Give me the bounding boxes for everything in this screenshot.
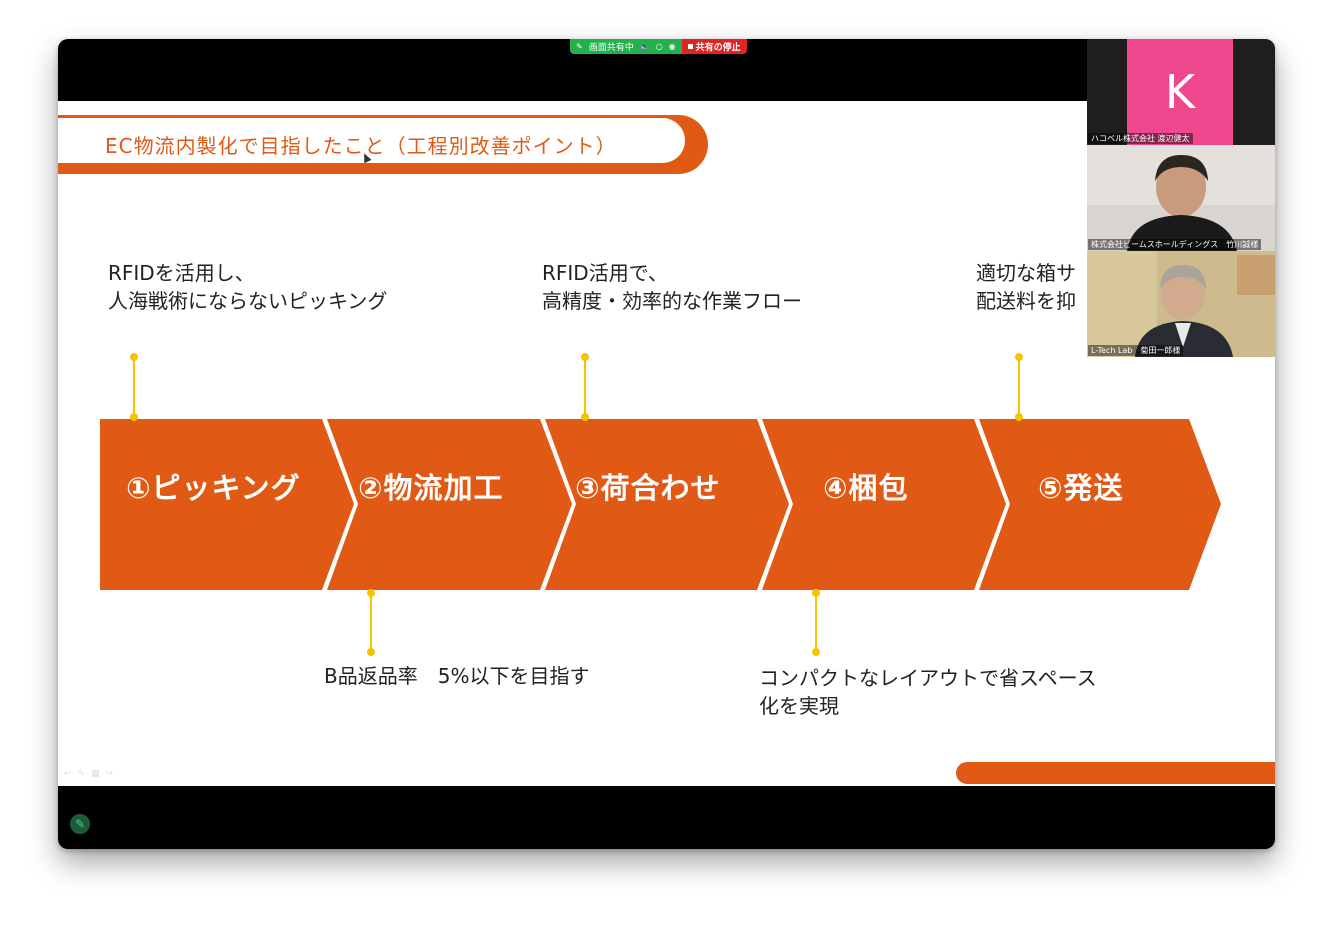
note-picking: RFIDを活用し、 人海戦術にならないピッキング [108,259,387,315]
share-icon: ✎ [576,42,583,51]
share-status-label: 画面共有中 [588,43,634,53]
connector-dot [812,589,820,597]
participant-video [1087,251,1275,357]
slide-toolbar[interactable]: ↩✎▦↪ [64,769,119,779]
step-arrow-5 [979,419,1221,590]
avatar: K [1127,39,1233,145]
note-line: B品返品率 5%以下を目指す [324,664,590,688]
step-label-shipping: ⑤発送 [1038,471,1124,505]
connector-dot [812,648,820,656]
screen-share-window: ✎ 画面共有中 🔈 ○ ◉ 共有の停止 EC物流内製化で目指したこと（工程別改善… [58,39,1275,849]
note-packing: コンパクトなレイアウトで省スペース 化を実現 [759,664,1097,720]
connector-dot [367,648,375,656]
step-arrow-2 [327,419,572,590]
step-arrow-1 [100,419,354,590]
step-label-picking: ①ピッキング [126,471,301,505]
note-line: 適切な箱サ [976,261,1076,285]
participant-video [1087,145,1275,251]
screen-share-toolbar: ✎ 画面共有中 🔈 ○ ◉ 共有の停止 [570,39,747,54]
process-flow-diagram [100,353,1221,656]
note-processing: B品返品率 5%以下を目指す [324,662,589,690]
step-label-processing: ②物流加工 [358,471,504,505]
footer-accent-bar [956,762,1275,784]
note-consolidation: RFID活用で、 高精度・効率的な作業フロー [542,259,802,315]
note-line: RFIDを活用し、 [108,261,255,285]
slide-title: EC物流内製化で目指したこと（工程別改善ポイント） [105,134,617,158]
title-box: EC物流内製化で目指したこと（工程別改善ポイント） [58,117,686,164]
connector-dot [130,413,138,421]
background-poster [1237,255,1275,295]
person-head [1161,266,1205,320]
note-line: RFID活用で、 [542,261,668,285]
participant-name: 株式会社ビームスホールディングス 竹川誠様 [1088,239,1262,250]
participant-tile-3[interactable]: L-Tech Lab 菊田一郎様 [1087,251,1275,357]
note-shipping: 適切な箱サ 配送料を抑 [976,259,1076,315]
note-line: 高精度・効率的な作業フロー [542,289,802,313]
connector-dot [1015,413,1023,421]
participant-tile-2[interactable]: 株式会社ビームスホールディングス 竹川誠様 [1087,145,1275,251]
grid-icon[interactable]: ▦ [91,769,106,779]
stop-sharing-label: 共有の停止 [695,43,741,53]
forward-icon[interactable]: ↪ [105,769,120,779]
stop-icon [687,44,693,49]
shield-icon[interactable]: ◉ [668,42,676,51]
connector-dot [581,353,589,361]
presentation-slide: EC物流内製化で目指したこと（工程別改善ポイント） [58,101,1275,786]
person-hair [1160,265,1206,289]
person-shirt [1175,323,1191,347]
note-line: 人海戦術にならないピッキング [108,289,388,313]
person-shirt [1127,215,1237,251]
share-status-indicator[interactable]: ✎ 画面共有中 🔈 ○ ◉ [570,39,682,54]
participant-video-panel: K ハコベル株式会社 渡辺健太 株式会社ビームスホールディングス 竹川誠様 [1087,39,1275,357]
connector-dot [581,413,589,421]
pen-icon[interactable]: ✎ [77,769,92,779]
connector-dot [367,589,375,597]
person-head [1156,157,1206,217]
annotate-pen-icon[interactable]: ✎ [70,814,90,834]
stop-sharing-button[interactable]: 共有の停止 [681,39,747,54]
person-hair [1155,155,1208,181]
step-arrow-4 [762,419,1006,590]
speaker-icon[interactable]: 🔈 [639,42,650,51]
title-banner: EC物流内製化で目指したこと（工程別改善ポイント） [58,115,708,174]
connector-dot [130,353,138,361]
back-icon[interactable]: ↩ [64,769,78,779]
step-arrow-3 [545,419,789,590]
participant-name: ハコベル株式会社 渡辺健太 [1088,133,1193,144]
connector-dot [1015,353,1023,361]
step-label-packing: ④梱包 [823,471,909,505]
step-label-consolidation: ③荷合わせ [575,471,721,505]
note-line: 化を実現 [759,694,839,718]
note-line: コンパクトなレイアウトで省スペース [759,666,1097,690]
participant-name: L-Tech Lab 菊田一郎様 [1088,345,1184,356]
record-icon[interactable]: ○ [655,42,663,51]
note-line: 配送料を抑 [976,289,1076,313]
participant-tile-1[interactable]: K ハコベル株式会社 渡辺健太 [1087,39,1275,145]
